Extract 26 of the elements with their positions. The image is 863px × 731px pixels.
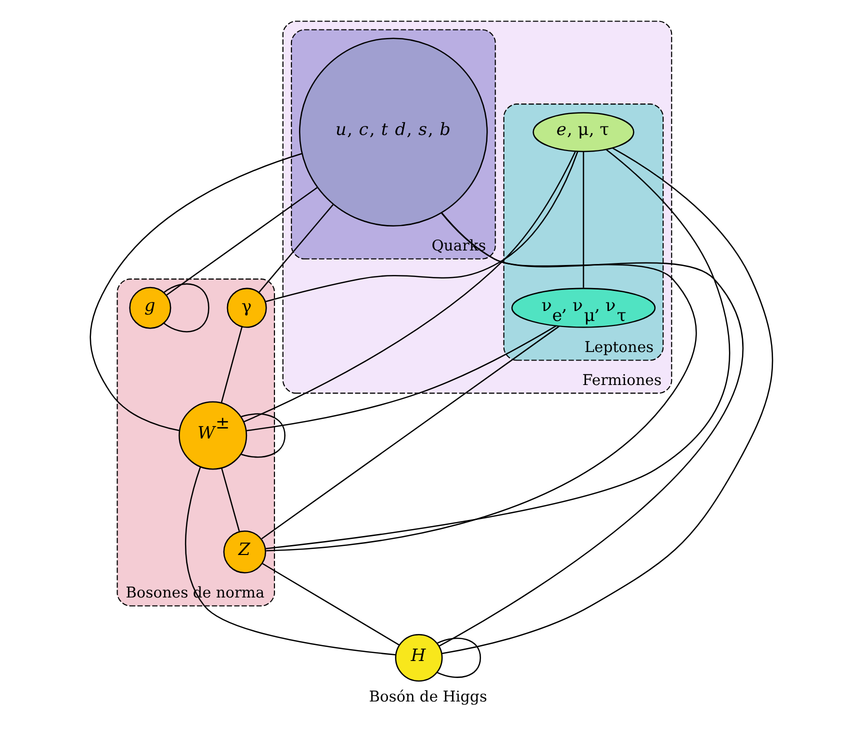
connector: [438, 212, 744, 647]
node-circle: H: [395, 634, 443, 682]
connector: [262, 562, 400, 646]
connector: [241, 413, 286, 458]
connector: [220, 326, 243, 403]
connector: [261, 326, 560, 540]
connector: [436, 638, 482, 678]
connector: [163, 283, 210, 332]
connector: [166, 186, 318, 296]
connector: [258, 204, 334, 293]
connector: [442, 148, 774, 654]
node-circle: γ: [226, 288, 267, 328]
connector: [266, 212, 697, 552]
connector: [266, 149, 730, 550]
node-circle: g: [129, 286, 172, 329]
connector: [244, 151, 576, 422]
connector: [265, 152, 578, 302]
node-label: Bosón de Higgs: [368, 687, 488, 706]
node-circle: u, c, t d, s, b: [299, 38, 488, 226]
connector: [90, 153, 302, 432]
connector: [221, 468, 240, 532]
node-ellipse: e, μ, τ: [532, 112, 634, 152]
node-circle: Z: [223, 530, 266, 574]
connector: [582, 152, 584, 288]
connector: [185, 466, 396, 656]
connector: [246, 325, 556, 432]
